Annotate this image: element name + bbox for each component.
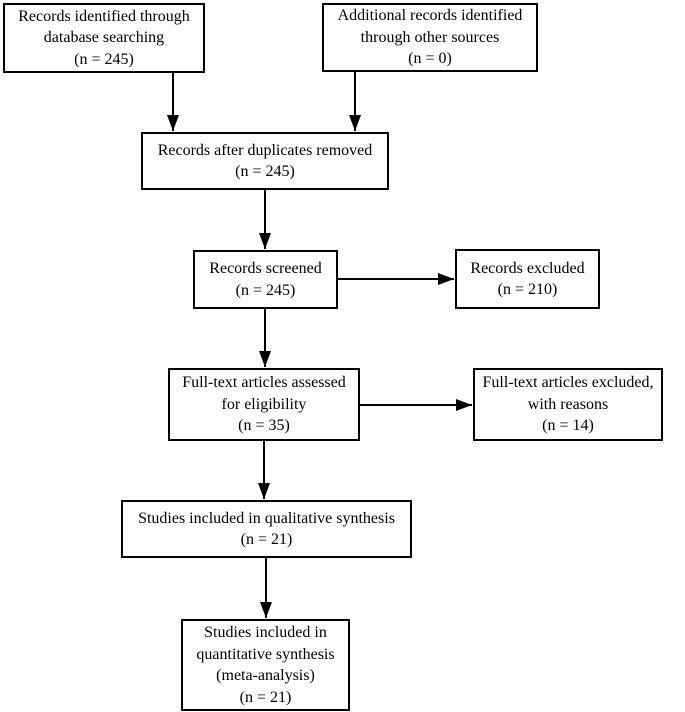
node-records-screened: Records screened (n = 245): [193, 250, 338, 309]
node-duplicates-removed-text: Records after duplicates removed (n = 24…: [157, 141, 373, 181]
node-qualitative-synthesis: Studies included in qualitative synthesi…: [121, 500, 412, 558]
node-fulltext-excluded: Full-text articles excluded, with reason…: [473, 368, 663, 441]
node-fulltext-excluded-text: Full-text articles excluded, with reason…: [482, 374, 654, 435]
node-records-identified-text: Records identified through database sear…: [18, 7, 190, 68]
node-records-identified: Records identified through database sear…: [3, 3, 205, 73]
node-duplicates-removed: Records after duplicates removed (n = 24…: [141, 132, 389, 190]
node-records-screened-text: Records screened (n = 245): [209, 260, 322, 299]
node-additional-records: Additional records identified through ot…: [322, 3, 538, 72]
node-fulltext-assessed: Full-text articles assessed for eligibil…: [168, 368, 360, 441]
node-records-excluded: Records excluded (n = 210): [455, 249, 600, 309]
node-additional-records-text: Additional records identified through ot…: [337, 7, 523, 68]
node-quantitative-synthesis: Studies included in quantitative synthes…: [181, 619, 350, 711]
node-quantitative-synthesis-text: Studies included in quantitative synthes…: [196, 624, 335, 706]
node-qualitative-synthesis-text: Studies included in qualitative synthesi…: [138, 509, 395, 549]
node-records-excluded-text: Records excluded (n = 210): [470, 259, 585, 299]
node-fulltext-assessed-text: Full-text articles assessed for eligibil…: [182, 374, 346, 435]
